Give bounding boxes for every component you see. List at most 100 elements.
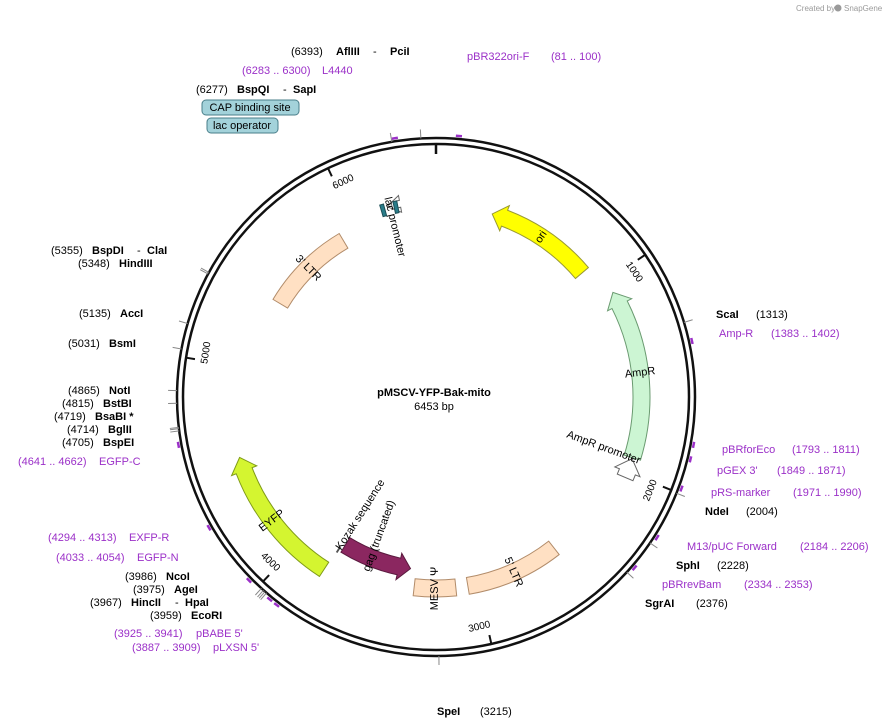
enzyme-pos: (3975): [133, 584, 165, 596]
feature-arc: [613, 457, 641, 482]
enzyme-notI[interactable]: (4865) NotI: [68, 385, 130, 397]
feature-arc: [412, 578, 458, 598]
feature-label: AmpR: [624, 365, 656, 380]
primer-name: EXFP-R: [129, 532, 169, 544]
enzyme-pos: (5355): [51, 245, 83, 257]
primer-egfp-n[interactable]: (4033 .. 4054) EGFP-N: [56, 552, 179, 564]
enzyme-name: AflIII: [336, 46, 360, 58]
enzyme-pos: (3215): [480, 706, 512, 718]
primer-plxsn5[interactable]: (3887 .. 3909) pLXSN 5': [132, 642, 259, 654]
enzyme-pos: (4705): [62, 437, 94, 449]
primer-l4440[interactable]: (6283 .. 6300) L4440: [242, 65, 353, 77]
enzyme-name: SpeI: [437, 706, 460, 718]
credit-text: Created by: [796, 4, 835, 13]
primer-name: pLXSN 5': [213, 642, 259, 654]
feature-ori[interactable]: ori: [491, 204, 590, 280]
primer-pgex3[interactable]: pGEX 3' (1849 .. 1871): [717, 465, 846, 477]
enzyme-scaI[interactable]: ScaI (1313): [716, 309, 788, 321]
enzyme-name: BspDI: [92, 245, 124, 257]
enzyme-leader: [169, 426, 179, 429]
primer-mark: [391, 136, 399, 140]
tick-label: 5000: [199, 341, 213, 365]
enzyme-pos: (4815): [62, 398, 94, 410]
primer-pbrforeco[interactable]: pBRforEco (1793 .. 1811): [722, 444, 860, 456]
enzyme-ndeI[interactable]: NdeI (2004): [705, 506, 778, 518]
enzyme-pos: (1313): [756, 309, 788, 321]
lac-element-block: [379, 203, 388, 218]
enzyme-leader: [172, 346, 182, 350]
primer-amp-r[interactable]: Amp-R (1383 .. 1402): [719, 328, 840, 340]
enzyme-name: EcoRI: [191, 610, 222, 622]
primer-pbabe5[interactable]: (3925 .. 3941) pBABE 5': [114, 628, 243, 640]
enzyme-bspQI[interactable]: (6277) BspQI - SapI: [196, 84, 316, 96]
enzyme-name: NcoI: [166, 571, 190, 583]
enzyme-aflIII[interactable]: (6393) AflIII - PciI: [291, 46, 410, 58]
enzyme-pos: (5348): [78, 258, 110, 270]
primer-name: pBABE 5': [196, 628, 243, 640]
primer-mark: [455, 134, 463, 138]
primer-mark: [690, 337, 694, 345]
enzyme-speI[interactable]: SpeI (3215): [437, 706, 512, 718]
enzyme-ecoRI[interactable]: (3959) EcoRI: [150, 610, 222, 622]
enzyme-hincII[interactable]: (3967) HincII - HpaI: [90, 597, 209, 609]
primer-range: (2334 .. 2353): [744, 579, 813, 591]
enzyme-pos: (4714): [67, 424, 99, 436]
enzyme-pos: (4719): [54, 411, 86, 423]
feature-label: ori: [533, 229, 550, 246]
enzyme-labels: (6393) AflIII - PciI (6277) BspQI - SapI…: [51, 46, 788, 718]
primer-range: (1849 .. 1871): [777, 465, 846, 477]
enzyme-bsmI[interactable]: (5031) BsmI: [68, 338, 136, 350]
feature-mesv[interactable]: MESV Ψ: [412, 567, 458, 610]
enzyme-ageI[interactable]: (3975) AgeI: [133, 584, 198, 596]
primer-name: pBR322ori-F: [467, 51, 530, 63]
enzyme-leader: [260, 592, 267, 601]
enzyme-name: ScaI: [716, 309, 739, 321]
primer-pbrrevbam[interactable]: pBRrevBam (2334 .. 2353): [662, 579, 813, 591]
primer-prs-marker[interactable]: pRS-marker (1971 .. 1990): [711, 487, 862, 499]
enzyme-bglII[interactable]: (4714) BglII: [67, 424, 132, 436]
plasmid-name: pMSCV-YFP-Bak-mito: [377, 387, 491, 399]
primer-mark: [679, 485, 684, 492]
primer-range: (3887 .. 3909): [132, 642, 201, 654]
lac-operator[interactable]: lac operator: [206, 117, 279, 134]
enzyme-leader: [169, 428, 180, 431]
enzyme-leader: [257, 589, 264, 598]
enzyme-name: AgeI: [174, 584, 198, 596]
primer-name: EGFP-N: [137, 552, 179, 564]
enzyme-leader: [419, 129, 422, 139]
enzyme-pos: (3986): [125, 571, 157, 583]
enzyme-pos: (3959): [150, 610, 182, 622]
enzyme-leader: [199, 269, 209, 275]
primer-name: L4440: [322, 65, 353, 77]
enzyme-name2: PciI: [390, 46, 410, 58]
primer-egfp-c[interactable]: (4641 .. 4662) EGFP-C: [18, 456, 141, 468]
enzyme-sgrAI[interactable]: SgrAI (2376): [645, 598, 728, 610]
enzyme-hindIII[interactable]: (5348) HindIII: [78, 258, 153, 270]
feature-ampr[interactable]: AmpR: [606, 291, 656, 461]
primer-range: (1383 .. 1402): [771, 328, 840, 340]
enzyme-pos: (6393): [291, 46, 323, 58]
enzyme-bsaBI[interactable]: (4719) BsaBI *: [54, 411, 134, 423]
enzyme-bspEI[interactable]: (4705) BspEI: [62, 437, 134, 449]
primer-mark: [266, 596, 273, 603]
feature-arc: [272, 232, 349, 309]
enzyme-bspDI[interactable]: (5355) BspDI - ClaI: [51, 245, 167, 257]
enzyme-sphI[interactable]: SphI (2228): [676, 560, 749, 572]
primer-m13-puc-forward[interactable]: M13/pUC Forward (2184 .. 2206): [687, 541, 869, 553]
enzyme-accI[interactable]: (5135) AccI: [79, 308, 143, 320]
feature-eyfp[interactable]: EYFP: [230, 456, 330, 578]
enzyme-name: SphI: [676, 560, 700, 572]
cap-binding-site[interactable]: CAP binding site: [201, 99, 300, 116]
feature-3-ltr[interactable]: 3' LTR: [272, 232, 349, 309]
primer-name: Amp-R: [719, 328, 753, 340]
enzyme-bstBI[interactable]: (4815) BstBI: [62, 398, 132, 410]
primer-exfp-r[interactable]: (4294 .. 4313) EXFP-R: [48, 532, 169, 544]
enzyme-name: BspQI: [237, 84, 269, 96]
enzyme-name: BsaBI *: [95, 411, 134, 423]
enzyme-name: HincII: [131, 597, 161, 609]
feature-5-ltr[interactable]: 5' LTR: [465, 540, 560, 595]
enzyme-ncoI[interactable]: (3986) NcoI: [125, 571, 190, 583]
enzyme-name2: SapI: [293, 84, 316, 96]
primer-mark: [691, 441, 696, 449]
primer-pbr322ori-f[interactable]: pBR322ori-F (81 .. 100): [467, 51, 601, 63]
